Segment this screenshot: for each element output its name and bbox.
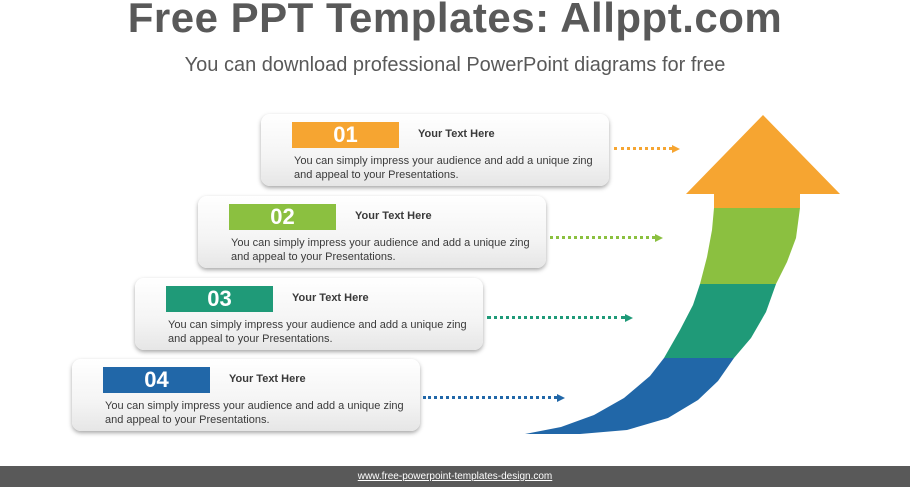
- connector-dots-2: [550, 236, 655, 239]
- step-number-badge-1: 01: [292, 122, 399, 148]
- footer-url-link[interactable]: www.free-powerpoint-templates-design.com: [0, 466, 910, 487]
- arrow-head-orange: [686, 115, 840, 208]
- connector-arrowhead-2: [655, 234, 663, 242]
- step-text-3: You can simply impress your audience and…: [168, 319, 467, 345]
- step-text-2: You can simply impress your audience and…: [231, 237, 530, 263]
- connector-arrowhead-4: [557, 394, 565, 402]
- step-title-1: Your Text Here: [418, 128, 495, 140]
- connector-arrowhead-1: [672, 145, 680, 153]
- step-number-badge-2: 02: [229, 204, 336, 230]
- arrow-segment-green: [700, 208, 800, 284]
- step-card-2: 02 Your Text Here You can simply impress…: [198, 196, 546, 268]
- connector-dots-4: [423, 396, 557, 399]
- step-title-2: Your Text Here: [355, 210, 432, 222]
- connector-arrowhead-3: [625, 314, 633, 322]
- step-title-3: Your Text Here: [292, 292, 369, 304]
- step-text-1: You can simply impress your audience and…: [294, 155, 593, 181]
- step-card-4: 04 Your Text Here You can simply impress…: [72, 359, 420, 431]
- step-number-badge-3: 03: [166, 286, 273, 312]
- arrow-segment-teal: [664, 284, 776, 358]
- arrow-segment-blue: [525, 358, 734, 434]
- step-title-4: Your Text Here: [229, 373, 306, 385]
- connector-dots-3: [487, 316, 625, 319]
- page-subtitle: You can download professional PowerPoint…: [184, 54, 726, 76]
- step-text-4: You can simply impress your audience and…: [105, 400, 404, 426]
- step-card-3: 03 Your Text Here You can simply impress…: [135, 278, 483, 350]
- step-number-badge-4: 04: [103, 367, 210, 393]
- step-card-1: 01 Your Text Here You can simply impress…: [261, 114, 609, 186]
- connector-dots-1: [614, 147, 672, 150]
- page-title: Free PPT Templates: Allppt.com: [127, 0, 783, 41]
